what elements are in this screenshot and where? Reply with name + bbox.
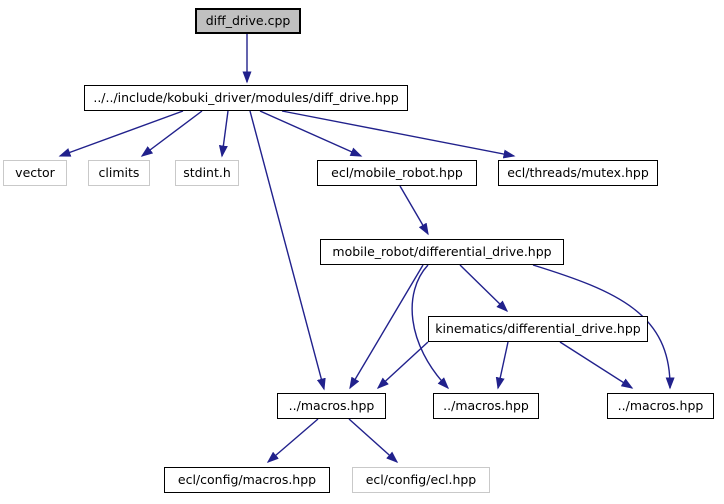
edge-mobile_robot_differential_drive_hpp-to-kinematics_differential_drive_hpp <box>459 264 509 313</box>
edge-include_kobuki_driver_modules_diff_drive_hpp-to-climits <box>140 110 203 157</box>
node-ecl_config_ecl_hpp: ecl/config/ecl.hpp <box>352 467 490 493</box>
node-stdint_h: stdint.h <box>175 160 239 186</box>
node-diff_drive_cpp: diff_drive.cpp <box>195 8 301 34</box>
edge-macros_hpp_1-to-ecl_config_ecl_hpp <box>348 418 399 464</box>
edge-include_kobuki_driver_modules_diff_drive_hpp-to-ecl_mobile_robot_hpp <box>259 110 363 157</box>
edge-mobile_robot_differential_drive_hpp-to-macros_hpp_1 <box>349 264 424 390</box>
edge-include_kobuki_driver_modules_diff_drive_hpp-to-vector <box>58 110 184 157</box>
edge-kinematics_differential_drive_hpp-to-macros_hpp_3 <box>559 341 634 389</box>
edge-mobile_robot_differential_drive_hpp-to-macros_hpp_3 <box>532 264 675 390</box>
node-macros_hpp_1[interactable]: ../macros.hpp <box>277 393 386 419</box>
edge-kinematics_differential_drive_hpp-to-macros_hpp_1 <box>376 341 429 390</box>
node-ecl_mobile_robot_hpp[interactable]: ecl/mobile_robot.hpp <box>317 160 477 186</box>
node-vector: vector <box>3 160 67 186</box>
node-mobile_robot_differential_drive_hpp[interactable]: mobile_robot/differential_drive.hpp <box>320 239 564 265</box>
edge-group <box>58 34 675 464</box>
edge-include_kobuki_driver_modules_diff_drive_hpp-to-stdint_h <box>218 110 229 158</box>
node-include_kobuki_driver_modules_diff_drive_hpp[interactable]: ../../include/kobuki_driver/modules/diff… <box>84 85 408 111</box>
edge-include_kobuki_driver_modules_diff_drive_hpp-to-ecl_threads_mutex_hpp <box>281 110 516 159</box>
node-climits: climits <box>88 160 150 186</box>
edge-ecl_mobile_robot_hpp-to-mobile_robot_differential_drive_hpp <box>399 185 429 236</box>
edge-kinematics_differential_drive_hpp-to-macros_hpp_2 <box>495 341 509 390</box>
node-ecl_config_macros_hpp[interactable]: ecl/config/macros.hpp <box>164 467 330 493</box>
node-macros_hpp_2[interactable]: ../macros.hpp <box>433 393 539 419</box>
node-kinematics_differential_drive_hpp[interactable]: kinematics/differential_drive.hpp <box>428 316 648 342</box>
edge-include_kobuki_driver_modules_diff_drive_hpp-to-macros_hpp_1 <box>249 110 326 391</box>
edge-mobile_robot_differential_drive_hpp-to-macros_hpp_2 <box>411 264 450 390</box>
edge-macros_hpp_1-to-ecl_config_macros_hpp <box>266 418 319 463</box>
node-macros_hpp_3[interactable]: ../macros.hpp <box>607 393 714 419</box>
node-ecl_threads_mutex_hpp[interactable]: ecl/threads/mutex.hpp <box>498 160 658 186</box>
